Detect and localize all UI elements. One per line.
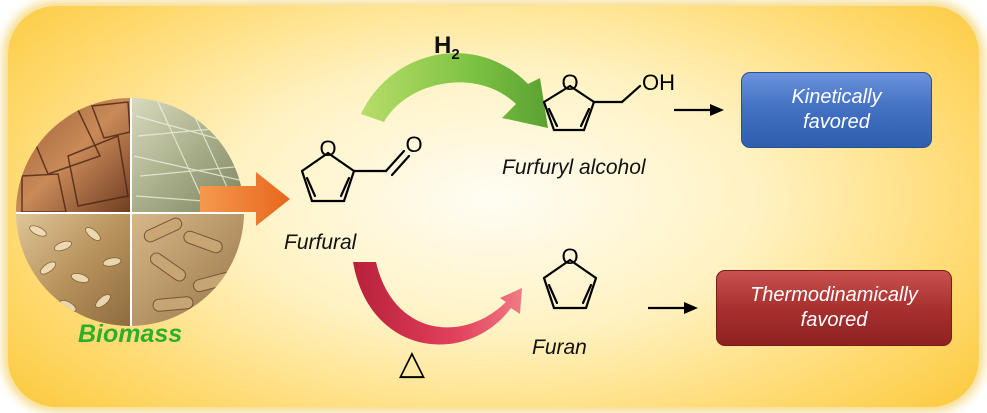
heat-symbol: △	[399, 343, 426, 383]
hydrogenation-arrow	[361, 53, 548, 128]
thermo-line-2: favored	[800, 309, 868, 331]
scheme-canvas: O O O OH O △	[8, 6, 979, 407]
kinetic-line-2: favored	[803, 111, 870, 133]
furan-structure	[542, 258, 598, 310]
thermo-line-1: Thermodinamically	[750, 284, 918, 306]
thermodynamic-product-box: Thermodinamically favored	[716, 270, 952, 346]
hydroxyl-group: OH	[642, 70, 675, 95]
furan-ring-oxygen: O	[561, 244, 578, 269]
furfural-carbonyl-oxygen: O	[405, 132, 422, 157]
biomass-image	[16, 98, 244, 326]
kinetic-product-box: Kinetically favored	[741, 72, 932, 148]
kinetic-arrow	[674, 104, 724, 116]
alcohol-ring-oxygen: O	[561, 70, 578, 95]
hydrogen-subscript: 2	[451, 45, 460, 63]
kinetic-line-1: Kinetically	[791, 86, 882, 108]
hydrogen-symbol: H	[434, 32, 452, 59]
hydrogen-reagent: H2	[434, 32, 460, 63]
thermo-arrow	[648, 302, 698, 314]
furfural-ring-oxygen: O	[319, 136, 336, 161]
decarbonylation-arrow	[353, 262, 522, 345]
furfuryl-alcohol-structure	[542, 84, 642, 132]
reaction-scheme: O O O OH O △	[16, 53, 724, 383]
biomass-label: Biomass	[78, 320, 183, 348]
furfuryl-alcohol-label: Furfuryl alcohol	[502, 156, 646, 179]
feed-arrow	[200, 172, 290, 226]
furfural-label: Furfural	[284, 231, 357, 254]
furfural-structure	[300, 149, 411, 203]
furan-label: Furan	[532, 336, 587, 359]
